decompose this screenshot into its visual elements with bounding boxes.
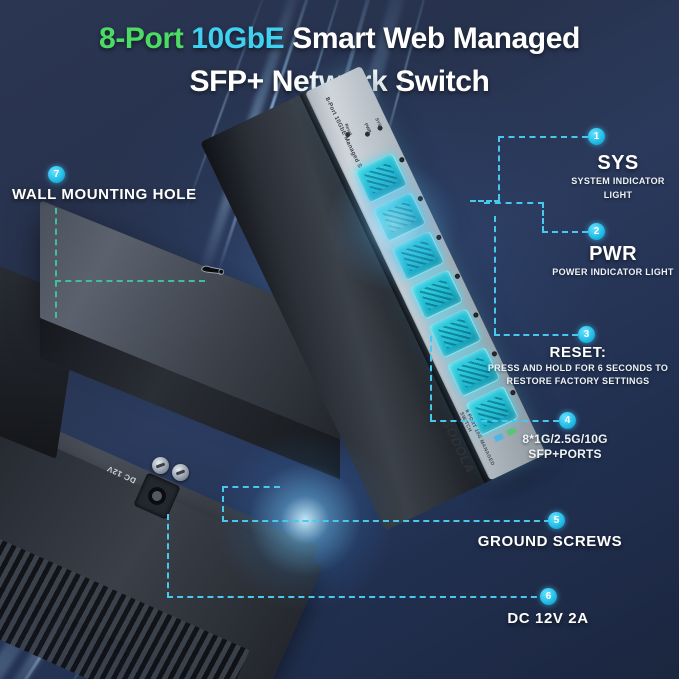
leader-line-wall-run [55,280,205,282]
callout-title-pwr: PWR [589,243,637,265]
callout-title-ground: GROUND SCREWS [477,533,623,550]
leader-line-dc-run [167,596,547,598]
leader-line-dc-drop [167,514,169,598]
leader-line-wall-drop [55,208,57,318]
page-title: 8-Port 10GbE Smart Web Managed SFP+ Netw… [0,18,679,103]
headline-speed: 10GbE [191,22,285,55]
leader-line-pwr-drop [542,202,544,232]
callout-sub-pwr-1: POWER INDICATOR LIGHT [552,267,674,277]
callout-badge-2[interactable]: 2 [588,223,605,240]
leader-line-ports-run [430,420,559,422]
callout-badge-7[interactable]: 7 [48,166,65,183]
callout-badge-3[interactable]: 3 [578,326,595,343]
callout-sub-reset-1: PRESS AND HOLD FOR 6 SECONDS TO [487,363,669,373]
callout-badge-6[interactable]: 6 [540,588,557,605]
leader-line-reset-drop [494,216,496,334]
leader-line-sys-in [470,200,500,202]
leader-line-sys-top [498,136,588,138]
ground-screw-2 [172,464,189,481]
headline-rest: Smart Web Managed [292,22,580,55]
headline-line-1: 8-Port 10GbE Smart Web Managed [0,18,679,61]
leader-line-ground-in [222,486,280,488]
callout-title-dc: DC 12V 2A [507,610,589,627]
callout-badge-4[interactable]: 4 [559,412,576,429]
leader-line-ports-drop [430,336,432,420]
leader-line-ground-run [222,520,550,522]
callout-title-wall: WALL MOUNTING HOLE [12,186,197,203]
leader-line-reset-run [494,334,578,336]
callout-title-sys: SYS [597,152,639,174]
callout-sub-reset-2: RESTORE FACTORY SETTINGS [506,376,650,386]
callout-sub-sys-1: SYSTEM INDICATOR [571,176,665,186]
leader-line-pwr-in [484,202,544,204]
callout-badge-1[interactable]: 1 [588,128,605,145]
leader-line-pwr-top [542,231,588,233]
wall-mounting-hole [197,259,227,283]
callout-sub-sys-2: LIGHT [603,190,633,200]
callout-badge-5[interactable]: 5 [548,512,565,529]
leader-line-sys-drop [498,136,500,200]
leader-line-ground-drop [222,486,224,522]
ground-screw-1 [152,457,169,474]
callout-sub-ports-1: 8*1G/2.5G/10G [522,432,608,446]
callout-sub-ports-2: SFP+PORTS [528,447,602,461]
callout-title-reset: RESET: [549,344,607,361]
headline-port-count: 8-Port [99,22,184,55]
